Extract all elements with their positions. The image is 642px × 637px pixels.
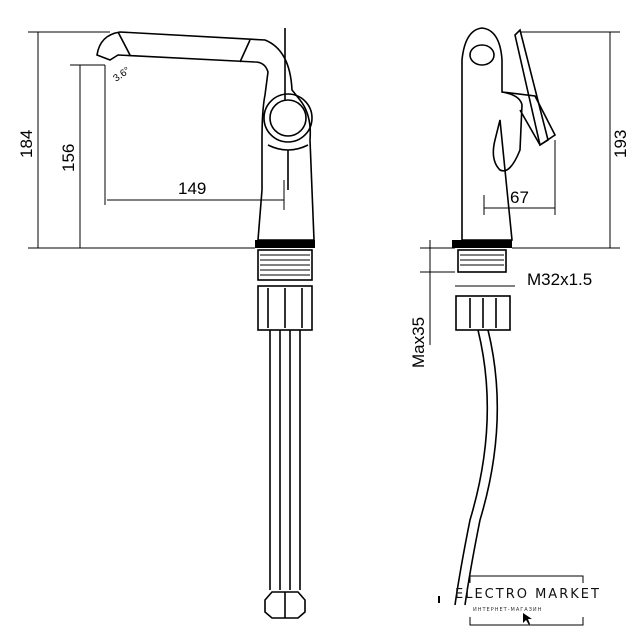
- dim-184: 184: [17, 130, 36, 158]
- dim-67: 67: [510, 188, 529, 207]
- dim-193: 193: [611, 130, 630, 158]
- dim-max35: Max35: [409, 317, 428, 368]
- side-view-faucet: [452, 27, 557, 606]
- electro-market-logo: ELECTRO MARKET ИНТЕРНЕТ-МАГАЗИН: [438, 575, 601, 626]
- cursor-icon: [523, 613, 532, 625]
- dim-thread: M32x1.5: [527, 270, 592, 289]
- logo-name: ELECTRO MARKET: [455, 587, 601, 602]
- dim-angle: 3.6°: [111, 65, 132, 84]
- logo-subtitle: ИНТЕРНЕТ-МАГАЗИН: [473, 607, 542, 613]
- dimension-lines: [28, 31, 620, 345]
- front-view-faucet: [96, 28, 315, 619]
- dim-149: 149: [178, 179, 206, 198]
- dim-156: 156: [59, 144, 78, 172]
